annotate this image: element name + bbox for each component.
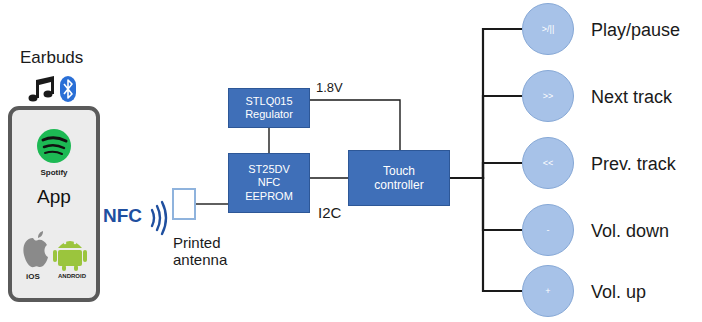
button-symbol: << xyxy=(543,158,554,168)
touch-button: >/||Play/pause xyxy=(522,3,574,55)
device-label: Earbuds xyxy=(20,48,83,68)
connector-line xyxy=(310,177,348,178)
touch-button: +Vol. up xyxy=(522,265,574,317)
button-symbol: >/|| xyxy=(542,24,554,34)
connector-line xyxy=(310,100,400,150)
connector-line xyxy=(450,96,522,178)
phone-text: ANDROID xyxy=(50,273,94,279)
button-symbol: + xyxy=(545,286,550,296)
connector-line xyxy=(268,128,269,153)
connector-line xyxy=(450,178,522,230)
button-label: Vol. down xyxy=(591,220,669,242)
touch-controller-box: Touch controller xyxy=(348,150,450,206)
touch-button: >>Next track xyxy=(522,70,574,122)
button-symbol: >> xyxy=(543,91,554,101)
antenna-label: Printed antenna xyxy=(173,234,253,269)
printed-antenna: Printed antenna xyxy=(172,188,196,220)
phone-text: Spotify xyxy=(12,168,96,177)
touch-button: <<Prev. track xyxy=(522,137,574,189)
signal-label: 1.8V xyxy=(314,80,345,95)
box-label: STLQ015 Regulator xyxy=(234,95,304,121)
button-label: Next track xyxy=(591,86,672,108)
button-label: Prev. track xyxy=(591,153,676,175)
button-label: Vol. up xyxy=(591,281,646,303)
bluetooth-icon xyxy=(60,76,76,102)
nfc-label: NFC xyxy=(103,205,142,227)
regulator-box: STLQ015 Regulator xyxy=(228,88,310,128)
nfc-eeprom-box: ST25DV NFC EEPROM xyxy=(228,153,310,213)
phone-text: App xyxy=(12,186,96,208)
signal-label: I2C xyxy=(316,204,343,221)
button-label: Play/pause xyxy=(591,19,680,41)
nfc-waves xyxy=(152,202,166,234)
music-note-icon xyxy=(29,76,55,102)
connector-line xyxy=(196,203,228,204)
box-label: ST25DV NFC EEPROM xyxy=(240,163,298,203)
phone-text: iOS xyxy=(18,272,48,281)
button-symbol: - xyxy=(547,225,550,235)
connector-line xyxy=(450,163,522,178)
connector-line xyxy=(450,29,522,178)
touch-button: -Vol. down xyxy=(522,204,574,256)
connector-line xyxy=(450,178,522,291)
phone-app: SpotifyApp iOSANDROID xyxy=(8,106,100,302)
box-label: Touch controller xyxy=(364,164,434,193)
